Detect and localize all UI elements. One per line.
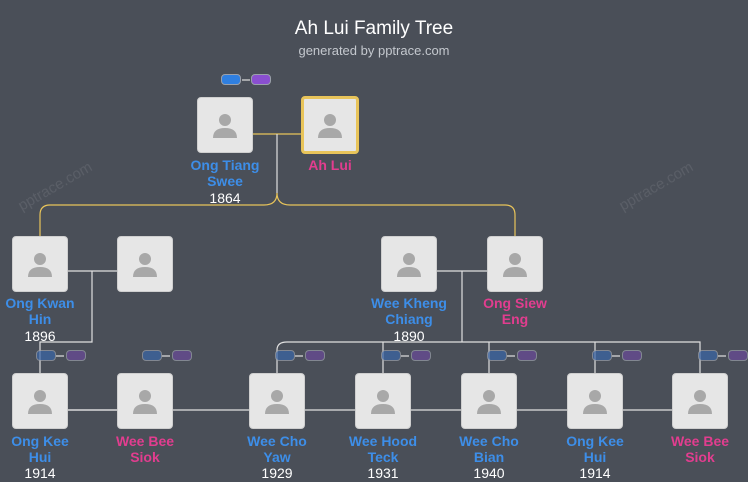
person-silhouette-icon xyxy=(688,390,712,414)
person-card-ong-kwan-hin[interactable] xyxy=(12,236,68,292)
person-birth-year: 1931 xyxy=(367,465,399,481)
person-silhouette-icon xyxy=(503,253,527,277)
person-birth-year: 1940 xyxy=(473,465,505,481)
person-silhouette-icon xyxy=(28,253,52,277)
person-card-wee-hood-teck[interactable] xyxy=(355,373,411,429)
expand-toggle-female-1[interactable] xyxy=(66,350,86,361)
page-title: Ah Lui Family Tree xyxy=(294,18,454,39)
person-card-ong-kee-hui[interactable] xyxy=(12,373,68,429)
person-birth-year: 1929 xyxy=(261,465,293,481)
expand-toggle-female-2[interactable] xyxy=(172,350,192,361)
person-silhouette-icon xyxy=(318,114,342,138)
person-card-wee-kheng-chiang[interactable] xyxy=(381,236,437,292)
expand-toggle-male-1[interactable] xyxy=(36,350,56,361)
person-card-wee-bee-siok-2[interactable] xyxy=(672,373,728,429)
expand-ancestors-female-toggle[interactable] xyxy=(251,74,271,85)
person-name: Ah Lui xyxy=(308,157,352,173)
person-silhouette-icon xyxy=(213,114,237,138)
person-silhouette-icon xyxy=(133,253,157,277)
person-card-spouse-ong-kwan-hin[interactable] xyxy=(117,236,173,292)
person-silhouette-icon xyxy=(397,253,421,277)
person-birth-year: 1914 xyxy=(24,465,56,481)
person-birth-year: 1896 xyxy=(24,328,56,344)
expand-toggle-male-6[interactable] xyxy=(592,350,612,361)
person-birth-year: 1890 xyxy=(393,328,425,344)
expand-toggle-female-5[interactable] xyxy=(517,350,537,361)
person-silhouette-icon xyxy=(371,390,395,414)
expand-toggle-male-4[interactable] xyxy=(381,350,401,361)
person-card-wee-cho-yaw[interactable] xyxy=(249,373,305,429)
expand-toggle-female-3[interactable] xyxy=(305,350,325,361)
page-subtitle: generated by pptrace.com xyxy=(298,43,450,58)
person-card-ong-kee-hui-2[interactable] xyxy=(567,373,623,429)
expand-toggle-female-6[interactable] xyxy=(622,350,642,361)
expand-toggle-female-7[interactable] xyxy=(728,350,748,361)
person-birth-year: 1864 xyxy=(209,190,241,206)
person-card-wee-cho-bian[interactable] xyxy=(461,373,517,429)
person-silhouette-icon xyxy=(583,390,607,414)
person-card-ah-lui[interactable] xyxy=(301,96,359,154)
person-card-ong-tiang-swee[interactable] xyxy=(197,97,253,153)
expand-toggle-male-3[interactable] xyxy=(275,350,295,361)
person-silhouette-icon xyxy=(477,390,501,414)
person-card-ong-siew-eng[interactable] xyxy=(487,236,543,292)
person-silhouette-icon xyxy=(265,390,289,414)
expand-toggle-male-5[interactable] xyxy=(487,350,507,361)
person-birth-year: 1914 xyxy=(579,465,611,481)
person-silhouette-icon xyxy=(28,390,52,414)
person-card-wee-bee-siok[interactable] xyxy=(117,373,173,429)
person-silhouette-icon xyxy=(133,390,157,414)
expand-toggle-male-2[interactable] xyxy=(142,350,162,361)
expand-ancestors-male-toggle[interactable] xyxy=(221,74,241,85)
expand-toggle-female-4[interactable] xyxy=(411,350,431,361)
expand-toggle-male-7[interactable] xyxy=(698,350,718,361)
